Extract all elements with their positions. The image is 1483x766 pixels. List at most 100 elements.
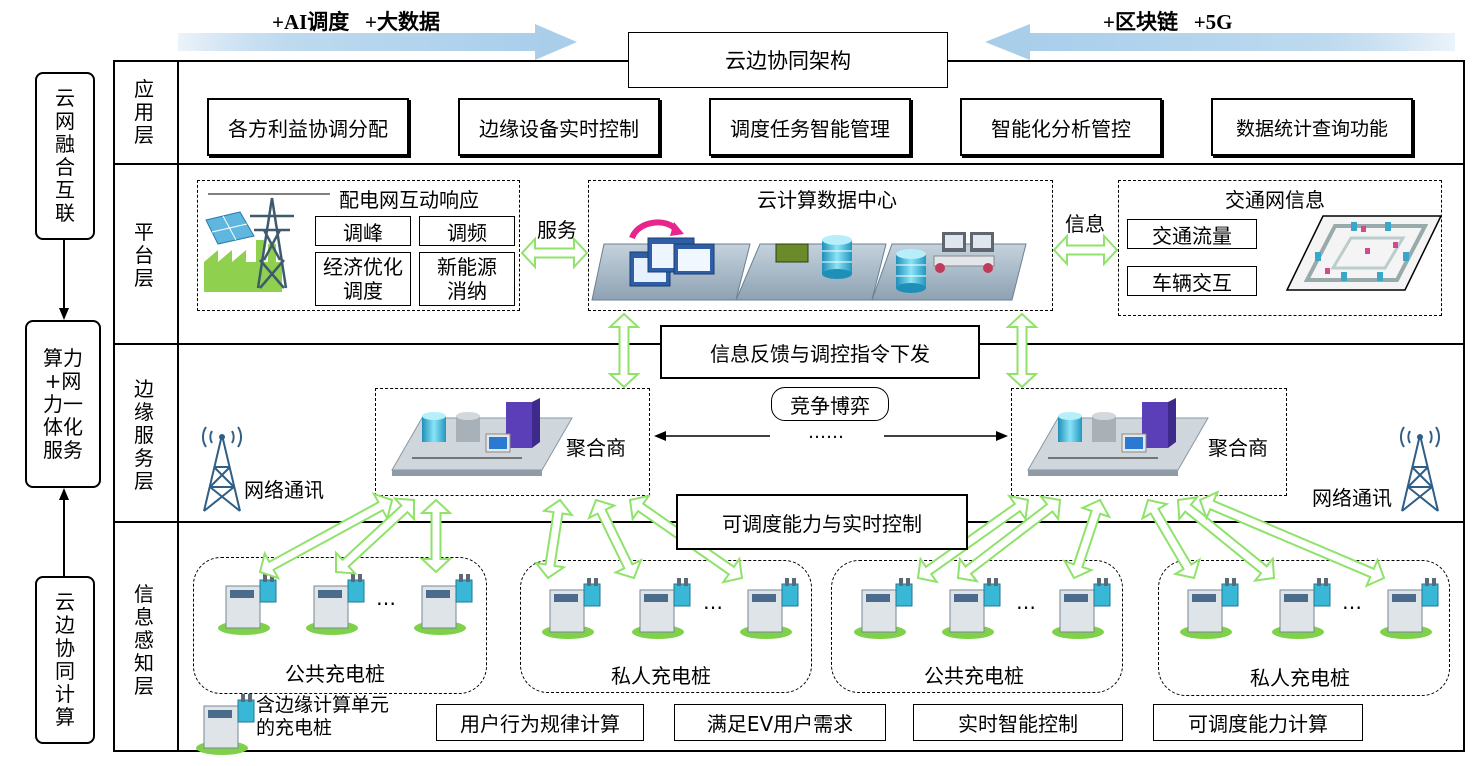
charger-group-1-label: 公共充电桩: [285, 662, 385, 686]
left-box-compute-network-text: 算力+网力一体化服务: [43, 345, 83, 462]
charger-group-1-ellipsis: …: [376, 586, 396, 610]
layer-label-application: 应用层: [134, 76, 154, 147]
aggregator-left-label: 聚合商: [566, 436, 626, 460]
bottom-item-2: 满足EV用户需求: [674, 704, 886, 741]
app-item-4: 智能化分析管控: [960, 98, 1162, 156]
double-arrow: [258, 492, 394, 580]
charger-icon: [218, 574, 277, 635]
left-box-cloud-network-text: 云网融合互联: [55, 86, 75, 225]
server-stack-icon-2: [896, 249, 926, 293]
double-arrow: [1176, 495, 1276, 583]
charger-group-2: [520, 560, 812, 693]
cloud-datacenter-title: 云计算数据中心: [757, 188, 897, 212]
power-plant-tower-icon: [204, 193, 330, 292]
service-label: 服务: [537, 218, 577, 242]
double-arrow: [607, 312, 641, 389]
aggregator-left-devices: [391, 398, 573, 476]
monitor-screens-icon: [629, 237, 715, 287]
aggregator-left-panel: [375, 388, 650, 496]
double-arrow: [587, 498, 643, 580]
traffic-flow-box: 交通流量: [1127, 219, 1257, 249]
charger-group-3-ellipsis: …: [1016, 590, 1036, 614]
app-item-2: 边缘设备实时控制: [458, 98, 660, 156]
server-stack-icon-1: [822, 235, 852, 279]
double-arrow: [1198, 490, 1386, 588]
traffic-network-icon: [1285, 215, 1443, 291]
charger-group-2-label: 私人充电桩: [611, 664, 711, 688]
charger-icon: [1380, 578, 1439, 639]
grid-item-peak: 调峰: [315, 216, 411, 246]
double-arrow: [916, 494, 1030, 584]
charger-group-4-ellipsis: …: [1342, 590, 1362, 614]
charger-icon: [740, 578, 799, 639]
legend-label: 含边缘计算单元的充电桩: [256, 694, 390, 739]
charger-icon: [1272, 578, 1331, 639]
app-item-3: 调度任务智能管理: [709, 98, 911, 156]
double-arrow: [419, 498, 453, 574]
double-arrow: [956, 495, 1062, 583]
grid-response-panel: [197, 180, 520, 311]
traffic-panel: [1118, 180, 1442, 316]
signal-tower-right-icon: [1399, 426, 1441, 512]
compete-dots: ……: [808, 422, 844, 443]
architecture-title: 云边协同架构: [628, 32, 948, 88]
network-left-label: 网络通讯: [244, 478, 324, 502]
left-box-compute-network: 算力+网力一体化服务: [25, 320, 101, 488]
banner-left-text: +AI调度 +大数据: [272, 10, 441, 34]
aggregator-right-devices: [1027, 398, 1209, 476]
app-item-5: 数据统计查询功能: [1211, 98, 1413, 156]
double-arrow: [1062, 498, 1112, 580]
aggregator-right-label: 聚合商: [1208, 436, 1268, 460]
bottom-item-3: 实时智能控制: [913, 704, 1123, 741]
layer-column-divider: [177, 60, 179, 752]
workstations-icon: [933, 232, 995, 273]
datacenter-platforms: [591, 219, 1027, 301]
charger-icon: [306, 574, 365, 635]
double-arrow: [1140, 498, 1202, 580]
charger-group-4-label: 私人充电桩: [1250, 666, 1350, 690]
banner-arrows: [178, 24, 1455, 60]
banner-left-arrow: [178, 24, 577, 60]
control-box: 可调度能力与实时控制: [676, 494, 968, 550]
app-item-1: 各方利益协调分配: [207, 98, 409, 156]
network-right-label: 网络通讯: [1312, 486, 1392, 510]
left-box-cloud-network: 云网融合互联: [35, 72, 95, 240]
cloud-datacenter-panel: [588, 180, 1053, 311]
bottom-item-1: 用户行为规律计算: [436, 704, 644, 741]
printer-icon: [775, 243, 809, 263]
signal-tower-left-icon: [201, 426, 243, 512]
grid-item-economic: 经济优化调度: [315, 252, 411, 306]
layer-label-platform: 平台层: [134, 219, 154, 290]
grid-item-frequency: 调频: [419, 216, 515, 246]
aggregator-right-panel: [1011, 388, 1287, 496]
banner-right-text: +区块链 +5G: [1103, 10, 1233, 34]
charger-icon: [542, 578, 601, 639]
double-arrow: [334, 497, 416, 575]
layer-label-perception: 信息感知层: [134, 581, 154, 698]
charger-icon: [196, 694, 255, 755]
grid-item-renewable: 新能源消纳: [419, 252, 515, 306]
charger-group-2-ellipsis: …: [703, 590, 723, 614]
charger-icon: [632, 578, 691, 639]
double-arrow: [1052, 233, 1119, 267]
double-arrow: [1005, 312, 1039, 389]
grid-response-title: 配电网互动响应: [339, 188, 479, 212]
charger-icon: [414, 574, 473, 635]
banner-right-arrow: [985, 24, 1455, 60]
layer-divider-1: [113, 163, 1465, 165]
charger-group-4: [1158, 560, 1450, 696]
double-arrow: [533, 498, 575, 580]
compete-box: 竞争博弈: [771, 387, 889, 421]
double-arrow: [520, 236, 589, 270]
charger-group-3-label: 公共充电桩: [924, 664, 1024, 688]
layer-label-edge: 边缘服务层: [134, 376, 154, 493]
info-label: 信息: [1065, 212, 1105, 236]
charger-icon: [1052, 578, 1111, 639]
charger-icon: [942, 578, 1001, 639]
charger-icon: [1180, 578, 1239, 639]
traffic-title: 交通网信息: [1225, 188, 1325, 212]
charger-icon: [854, 578, 913, 639]
bottom-item-4: 可调度能力计算: [1153, 704, 1363, 741]
